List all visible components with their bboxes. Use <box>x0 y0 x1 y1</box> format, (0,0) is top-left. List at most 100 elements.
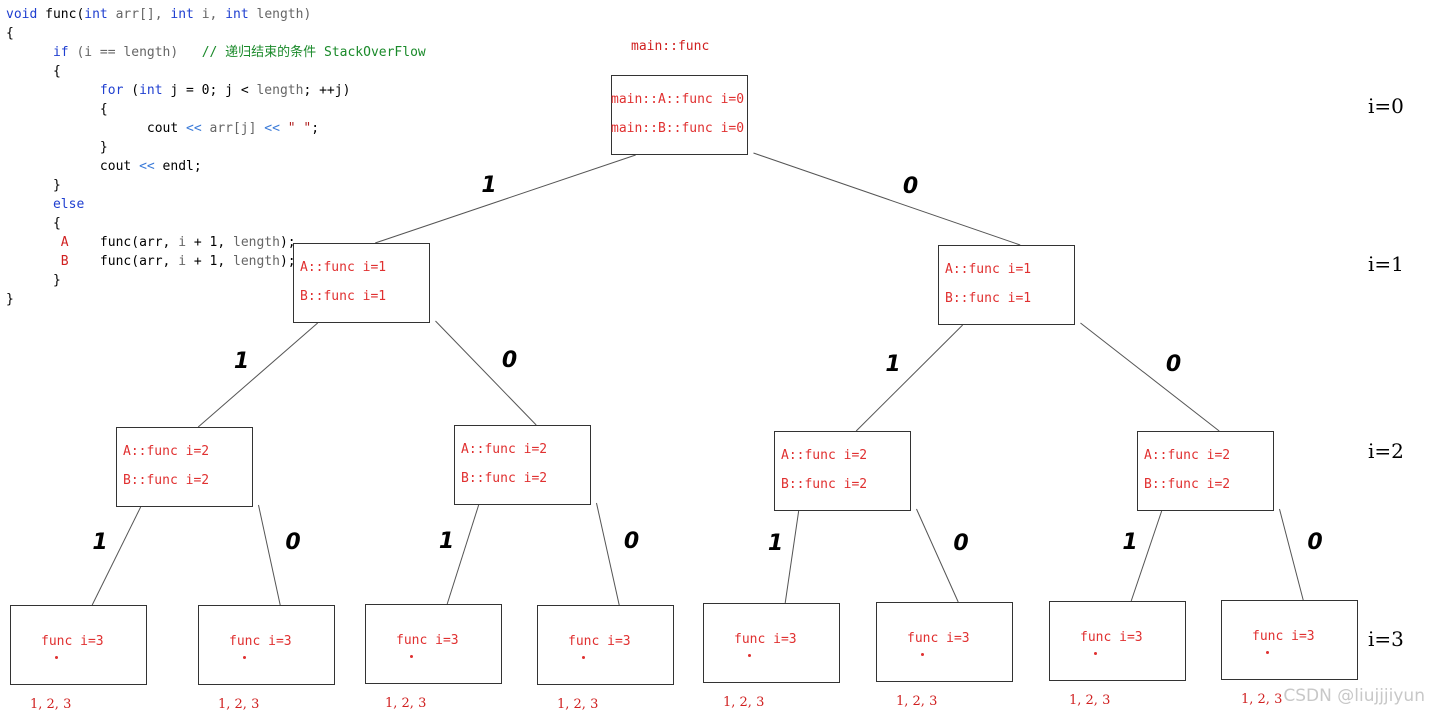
leaf-dot <box>748 654 751 657</box>
code-token: func(arr, <box>68 235 179 250</box>
code-token: << <box>186 121 202 136</box>
tree-edge <box>595 502 620 606</box>
tree-edge <box>257 504 281 606</box>
leaf-label: func i=3 <box>229 634 292 649</box>
code-token: << <box>264 121 280 136</box>
code-line: cout << arr[j] << " "; <box>6 119 319 138</box>
code-token: ); <box>279 235 296 250</box>
edge-label-0: 0 <box>1307 529 1323 555</box>
edge-label-1: 1 <box>92 530 108 555</box>
node-line-a: A::func i=1 <box>300 260 387 275</box>
code-token: } <box>6 178 61 193</box>
level-label-1: i=1 <box>1368 252 1404 276</box>
code-token: i <box>178 254 187 269</box>
code-token: { <box>6 102 108 117</box>
edge-label-1: 1 <box>438 528 455 554</box>
leaf-dot <box>55 656 58 659</box>
code-token: " " <box>279 121 312 136</box>
leaf-label: func i=3 <box>568 634 631 649</box>
code-line: void func(int arr[], int i, int length) <box>6 5 311 24</box>
code-token: + 1, <box>186 235 233 250</box>
leaf-node: func i=3 <box>365 604 502 684</box>
tree-edge <box>1130 510 1163 602</box>
code-token: int <box>170 7 194 22</box>
node-line-a: main::A::func i=0 <box>611 92 745 107</box>
code-token: ); <box>279 254 296 269</box>
tree-edge <box>1278 508 1304 601</box>
code-token: ( <box>123 83 140 98</box>
node-line-b: B::func i=1 <box>945 291 1032 306</box>
leaf-node: func i=3 <box>10 605 147 685</box>
code-token: j = 0; j < <box>162 83 257 98</box>
code-token: length) <box>248 7 312 22</box>
leaf-dot <box>243 656 246 659</box>
code-token: length <box>233 235 280 250</box>
edge-label-0: 0 <box>285 530 301 555</box>
leaf-output: 1, 2, 3 <box>30 697 72 712</box>
code-line: A func(arr, i + 1, length); <box>6 233 296 252</box>
tree-edge <box>446 504 480 605</box>
level-label-2: i=2 <box>1368 439 1404 463</box>
node-line-a: A::func i=2 <box>461 442 548 457</box>
code-line: if (i == length) // 递归结束的条件 StackOverFlo… <box>6 43 426 62</box>
code-line: } <box>6 176 61 195</box>
edge-label-0: 0 <box>623 529 640 554</box>
tree-edge <box>784 510 800 604</box>
leaf-node: func i=3 <box>1221 600 1358 680</box>
leaf-dot <box>582 656 585 659</box>
code-token: arr[j] <box>201 121 265 136</box>
code-token: } <box>6 292 14 307</box>
code-line: B func(arr, i + 1, length); <box>6 252 296 271</box>
code-token: cout <box>6 121 187 136</box>
code-token: << <box>139 159 155 174</box>
code-token: int <box>84 7 108 22</box>
node-line-b: main::B::func i=0 <box>611 121 745 136</box>
tree-edge <box>916 508 959 603</box>
tree-edge <box>1080 322 1220 432</box>
code-token: ; ++j) <box>303 83 351 98</box>
leaf-node: func i=3 <box>703 603 840 683</box>
code-token: int <box>139 83 163 98</box>
code-token: arr[], <box>107 7 171 22</box>
edge-label-0: 0 <box>501 348 518 373</box>
code-token: { <box>6 216 61 231</box>
leaf-node: func i=3 <box>198 605 335 685</box>
level-label-3: i=3 <box>1368 627 1404 651</box>
code-token: else <box>6 197 85 212</box>
leaf-dot <box>1266 651 1269 654</box>
leaf-dot <box>410 655 413 658</box>
code-token: (i == length) <box>68 45 202 60</box>
code-line: { <box>6 214 61 233</box>
edge-label-0: 0 <box>1165 352 1182 377</box>
code-token: length <box>256 83 304 98</box>
tree-edge <box>91 506 142 606</box>
node-line-b: B::func i=2 <box>123 473 210 488</box>
code-token: // 递归结束的条件 StackOverFlow <box>201 45 426 60</box>
code-token: ; <box>311 121 320 136</box>
leaf-node: func i=3 <box>876 602 1013 682</box>
leaf-output: 1, 2, 3 <box>723 695 765 710</box>
code-line: else <box>6 195 84 214</box>
tree-caption: main::func <box>631 39 710 54</box>
code-line: { <box>6 100 108 119</box>
tree-edge <box>855 324 964 432</box>
watermark: CSDN @liujjjiyun <box>1283 686 1425 706</box>
node-line-b: B::func i=2 <box>1144 477 1231 492</box>
node-line-b: B::func i=2 <box>461 471 548 486</box>
edge-label-1: 1 <box>1122 530 1138 555</box>
level-label-0: i=0 <box>1368 94 1404 118</box>
leaf-node: func i=3 <box>537 605 674 685</box>
leaf-output: 1, 2, 3 <box>385 696 427 711</box>
code-line: } <box>6 290 14 309</box>
code-line: { <box>6 62 61 81</box>
code-line: { <box>6 24 14 43</box>
leaf-output: 1, 2, 3 <box>1069 693 1111 708</box>
code-token: B <box>6 254 69 269</box>
node-line-a: A::func i=2 <box>781 448 868 463</box>
